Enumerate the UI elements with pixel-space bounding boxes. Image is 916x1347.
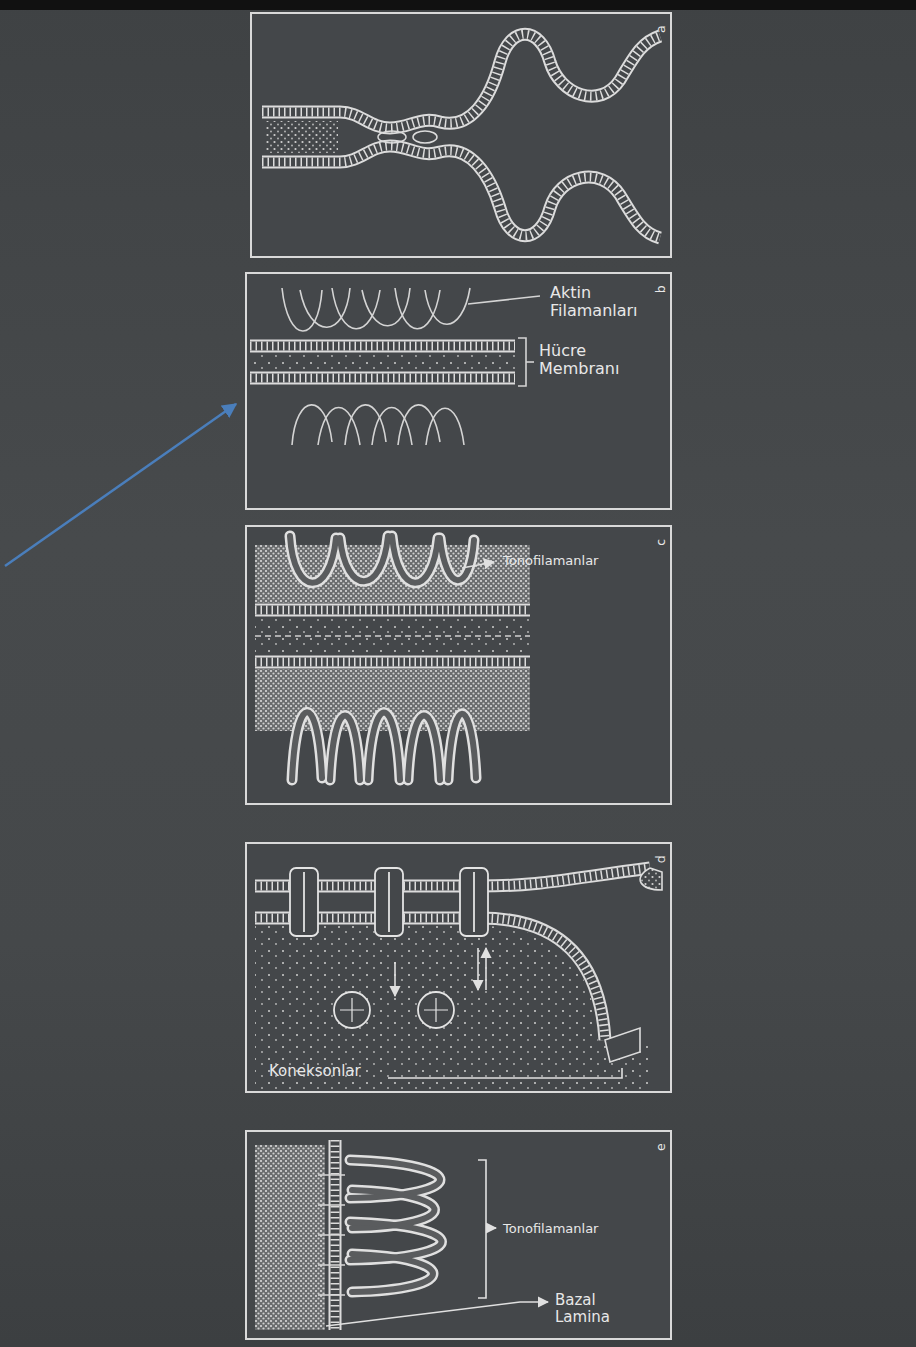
structure-label: Aktin Filamanları (550, 284, 668, 321)
slide-panel: a (250, 12, 672, 258)
panel-ground (245, 12, 672, 1340)
structure-label: Tonofilamanlar (503, 1222, 663, 1237)
panel-letter: c (654, 535, 668, 549)
adherens-junction-drawing (250, 288, 540, 445)
slide-panel: eTonofilamanlarBazal Lamina (245, 1130, 672, 1340)
desmosome-drawing (255, 536, 530, 780)
panel-letter: b (654, 282, 668, 296)
panel-letter: a (654, 22, 668, 36)
slide-panel: bAktin FilamanlarıHücre Membranı (245, 272, 672, 510)
tight-junction-drawing (262, 34, 660, 238)
structure-label: Tonofilamanlar (503, 554, 663, 569)
panel-letter: e (654, 1140, 668, 1154)
gap-junction-drawing (255, 868, 662, 1093)
pointer-arrow (5, 404, 236, 566)
structure-label: Koneksonlar (269, 1063, 409, 1080)
structure-label: Bazal Lamina (555, 1292, 627, 1327)
panel-letter: d (654, 852, 668, 866)
structure-label: Hücre Membranı (539, 342, 661, 379)
slide-panel: dKoneksonlar (245, 842, 672, 1093)
slide-panel: cTonofilamanlar (245, 525, 672, 805)
